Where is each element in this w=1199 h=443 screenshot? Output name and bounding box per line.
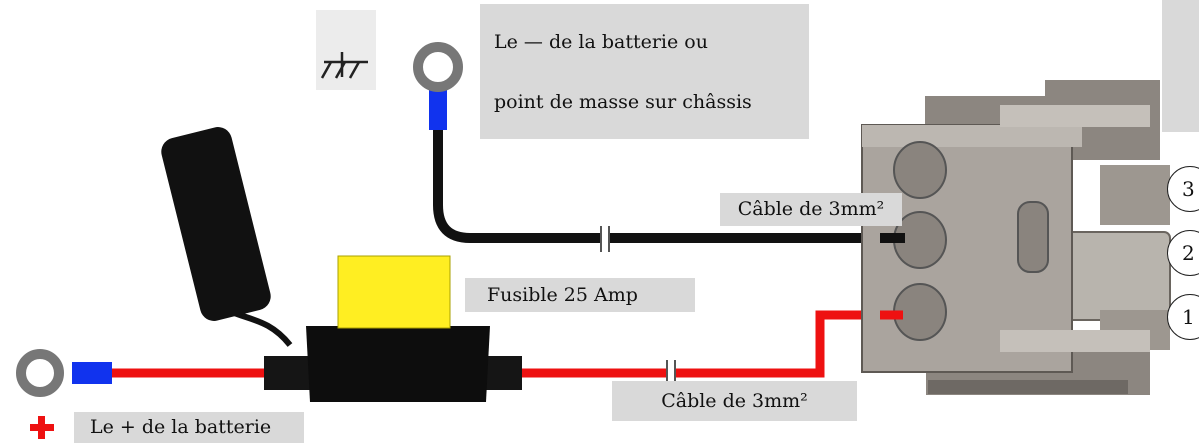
connector-housing [861,80,1171,395]
cable-break-top [600,226,610,252]
fuse-label: Fusible 25 Amp [465,278,695,312]
cable-label-bottom: Câble de 3mm² [612,381,857,421]
pin-1-number: 1 [1182,305,1195,329]
battery-plus-label: Le + de la batterie [74,412,304,443]
pin-2-number: 2 [1182,241,1195,265]
ground-label-box: Le — de la batterie ou point de masse su… [480,4,809,139]
cropped-note-box [1162,0,1199,132]
fuse-blade [337,255,451,329]
ground-label-line1: Le — de la batterie ou [494,31,708,53]
battery-plus-icon [30,416,54,439]
positive-ring-terminal [16,349,112,397]
pin-3-badge: 3 [1167,166,1199,212]
ground-wire [433,126,912,245]
cable-label-top: Câble de 3mm² [720,193,902,226]
ground-ring-terminal [413,42,463,130]
fuse-holder [161,127,522,402]
pin-3-number: 3 [1182,177,1195,201]
ground-label-line2: point de masse sur châssis [494,91,752,113]
pin-2-badge: 2 [1167,230,1199,276]
ground-icon [316,10,376,90]
